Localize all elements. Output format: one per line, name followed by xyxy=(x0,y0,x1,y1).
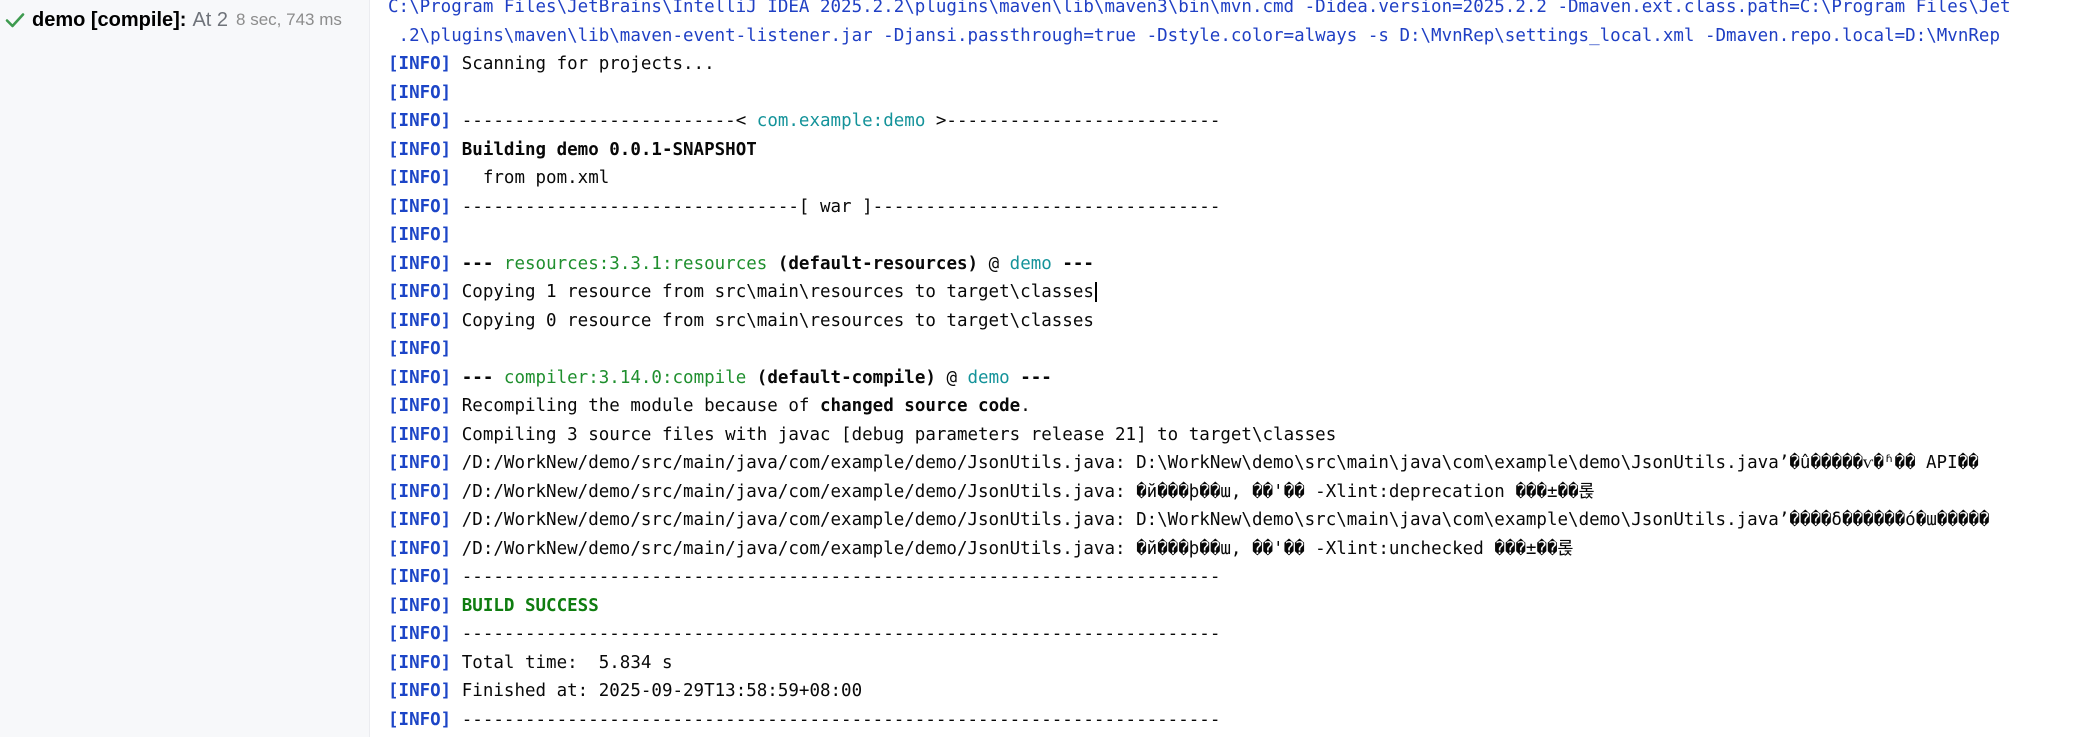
log-line: [INFO] xyxy=(388,335,451,364)
info-tag: [INFO] xyxy=(388,510,452,530)
warning-text: /D:/WorkNew/demo/src/main/java/com/examp… xyxy=(461,538,1574,559)
info-tag: [INFO] xyxy=(388,111,452,131)
log-line: [INFO] --- compiler:3.14.0:compile (defa… xyxy=(388,364,1052,393)
plugin-goal: resources:3.3.1:resources xyxy=(503,253,768,274)
log-text: from pom.xml xyxy=(461,168,610,188)
info-tag: [INFO] xyxy=(388,538,452,559)
log-line: [INFO] Copying 1 resource from src\main\… xyxy=(388,278,1097,307)
log-line: [INFO] Compiling 3 source files with jav… xyxy=(388,421,1336,450)
log-line: [INFO] Building demo 0.0.1-SNAPSHOT xyxy=(388,136,757,165)
info-tag: [INFO] xyxy=(388,82,452,103)
log-line: [INFO] ---------------------------------… xyxy=(388,563,1220,592)
log-line: [INFO] /D:/WorkNew/demo/src/main/java/co… xyxy=(388,535,1574,564)
reason-text: changed source code xyxy=(820,396,1021,416)
phase-suffix: --- xyxy=(1009,367,1052,388)
log-text: Compiling 3 source files with javac [deb… xyxy=(461,424,1337,445)
separator: >-------------------------- xyxy=(925,111,1221,131)
info-tag: [INFO] xyxy=(388,424,452,445)
dash-separator: ----------------------------------------… xyxy=(461,624,1221,644)
phase-suffix: --- xyxy=(1051,253,1094,274)
info-tag: [INFO] xyxy=(388,196,452,217)
warning-text: /D:/WorkNew/demo/src/main/java/com/examp… xyxy=(461,481,1595,502)
log-line: [INFO] ---------------------------------… xyxy=(388,706,1220,735)
log-text: . xyxy=(1020,396,1031,416)
log-line: [INFO] Copying 0 resource from src\main\… xyxy=(388,307,1094,336)
info-tag: [INFO] xyxy=(388,253,452,274)
info-tag: [INFO] xyxy=(388,282,452,302)
project-name: demo xyxy=(1009,253,1052,274)
separator: --------------------------< xyxy=(461,111,757,131)
log-line: [INFO] xyxy=(388,221,451,250)
info-tag: [INFO] xyxy=(388,396,452,416)
info-tag: [INFO] xyxy=(388,709,452,730)
build-tree-item-demo-compile[interactable]: demo [compile]: At 2 8 sec, 743 ms xyxy=(4,6,342,34)
info-tag: [INFO] xyxy=(388,225,452,245)
info-tag: [INFO] xyxy=(388,567,452,587)
command-line-continued: .2\plugins\maven\lib\maven-event-listene… xyxy=(388,25,2000,46)
info-tag: [INFO] xyxy=(388,453,452,473)
info-tag: [INFO] xyxy=(388,310,452,331)
building-text: Building demo 0.0.1-SNAPSHOT xyxy=(461,139,757,160)
run-config-name: demo [compile]: xyxy=(32,8,187,31)
total-time: Total time: 5.834 s xyxy=(461,652,673,673)
log-line: [INFO] --- resources:3.3.1:resources (de… xyxy=(388,250,1094,279)
info-tag: [INFO] xyxy=(388,139,452,160)
warning-text: /D:/WorkNew/demo/src/main/java/com/examp… xyxy=(461,510,1990,530)
at-sign: @ xyxy=(935,367,968,388)
dash-separator: ----------------------------------------… xyxy=(461,567,1221,587)
run-duration: 8 sec, 743 ms xyxy=(236,10,342,29)
at-sign: @ xyxy=(978,253,1010,274)
log-line: [INFO] xyxy=(388,79,451,108)
log-line: [INFO] ---------------------------------… xyxy=(388,620,1220,649)
log-text: Copying 0 resource from src\main\resourc… xyxy=(461,310,1094,331)
info-tag: [INFO] xyxy=(388,54,452,74)
log-line: [INFO] Scanning for projects... xyxy=(388,50,715,79)
console-output[interactable]: C:\Program Files\JetBrains\IntelliJ IDEA… xyxy=(388,0,2073,737)
check-icon xyxy=(5,13,25,28)
warning-text: /D:/WorkNew/demo/src/main/java/com/examp… xyxy=(461,453,1979,473)
text-caret xyxy=(1094,282,1097,302)
info-tag: [INFO] xyxy=(388,168,452,188)
info-tag: [INFO] xyxy=(388,652,452,673)
log-line: [INFO] from pom.xml xyxy=(388,164,609,193)
log-line: [INFO] Finished at: 2025-09-29T13:58:59+… xyxy=(388,677,862,706)
log-line: [INFO] /D:/WorkNew/demo/src/main/java/co… xyxy=(388,478,1595,507)
log-line: [INFO] Total time: 5.834 s xyxy=(388,649,672,678)
build-tree-pane: demo [compile]: At 2 8 sec, 743 ms xyxy=(0,0,370,737)
log-line: [INFO] --------------------------< com.e… xyxy=(388,107,1220,136)
run-started-at: At 2 xyxy=(192,8,229,31)
log-line: [INFO] /D:/WorkNew/demo/src/main/java/co… xyxy=(388,449,1979,478)
plugin-goal: compiler:3.14.0:compile xyxy=(503,367,747,388)
phase-prefix: --- xyxy=(461,253,504,274)
packaging-separator: --------------------------------[ war ]-… xyxy=(461,196,1221,217)
command-line: C:\Program Files\JetBrains\IntelliJ IDEA… xyxy=(388,0,2011,17)
info-tag: [INFO] xyxy=(388,367,452,388)
log-line: [INFO] --------------------------------[… xyxy=(388,193,1220,222)
log-text: Copying 1 resource from src\main\resourc… xyxy=(461,282,1094,302)
info-tag: [INFO] xyxy=(388,339,452,359)
info-tag: [INFO] xyxy=(388,681,452,701)
log-line: [INFO] BUILD SUCCESS xyxy=(388,592,599,621)
phase-prefix: --- xyxy=(461,367,504,388)
project-name: demo xyxy=(967,367,1010,388)
info-tag: [INFO] xyxy=(388,595,452,616)
dash-separator: ----------------------------------------… xyxy=(461,709,1221,730)
log-line: [INFO] Recompiling the module because of… xyxy=(388,392,1031,421)
log-text: Scanning for projects... xyxy=(461,54,715,74)
info-tag: [INFO] xyxy=(388,624,452,644)
execution-id: (default-compile) xyxy=(746,367,936,388)
log-text: Recompiling the module because of xyxy=(461,396,820,416)
artifact-id: com.example:demo xyxy=(756,111,926,131)
finished-at: Finished at: 2025-09-29T13:58:59+08:00 xyxy=(461,681,863,701)
build-success: BUILD SUCCESS xyxy=(461,595,599,616)
execution-id: (default-resources) xyxy=(767,253,979,274)
log-line: [INFO] /D:/WorkNew/demo/src/main/java/co… xyxy=(388,506,1989,535)
info-tag: [INFO] xyxy=(388,481,452,502)
